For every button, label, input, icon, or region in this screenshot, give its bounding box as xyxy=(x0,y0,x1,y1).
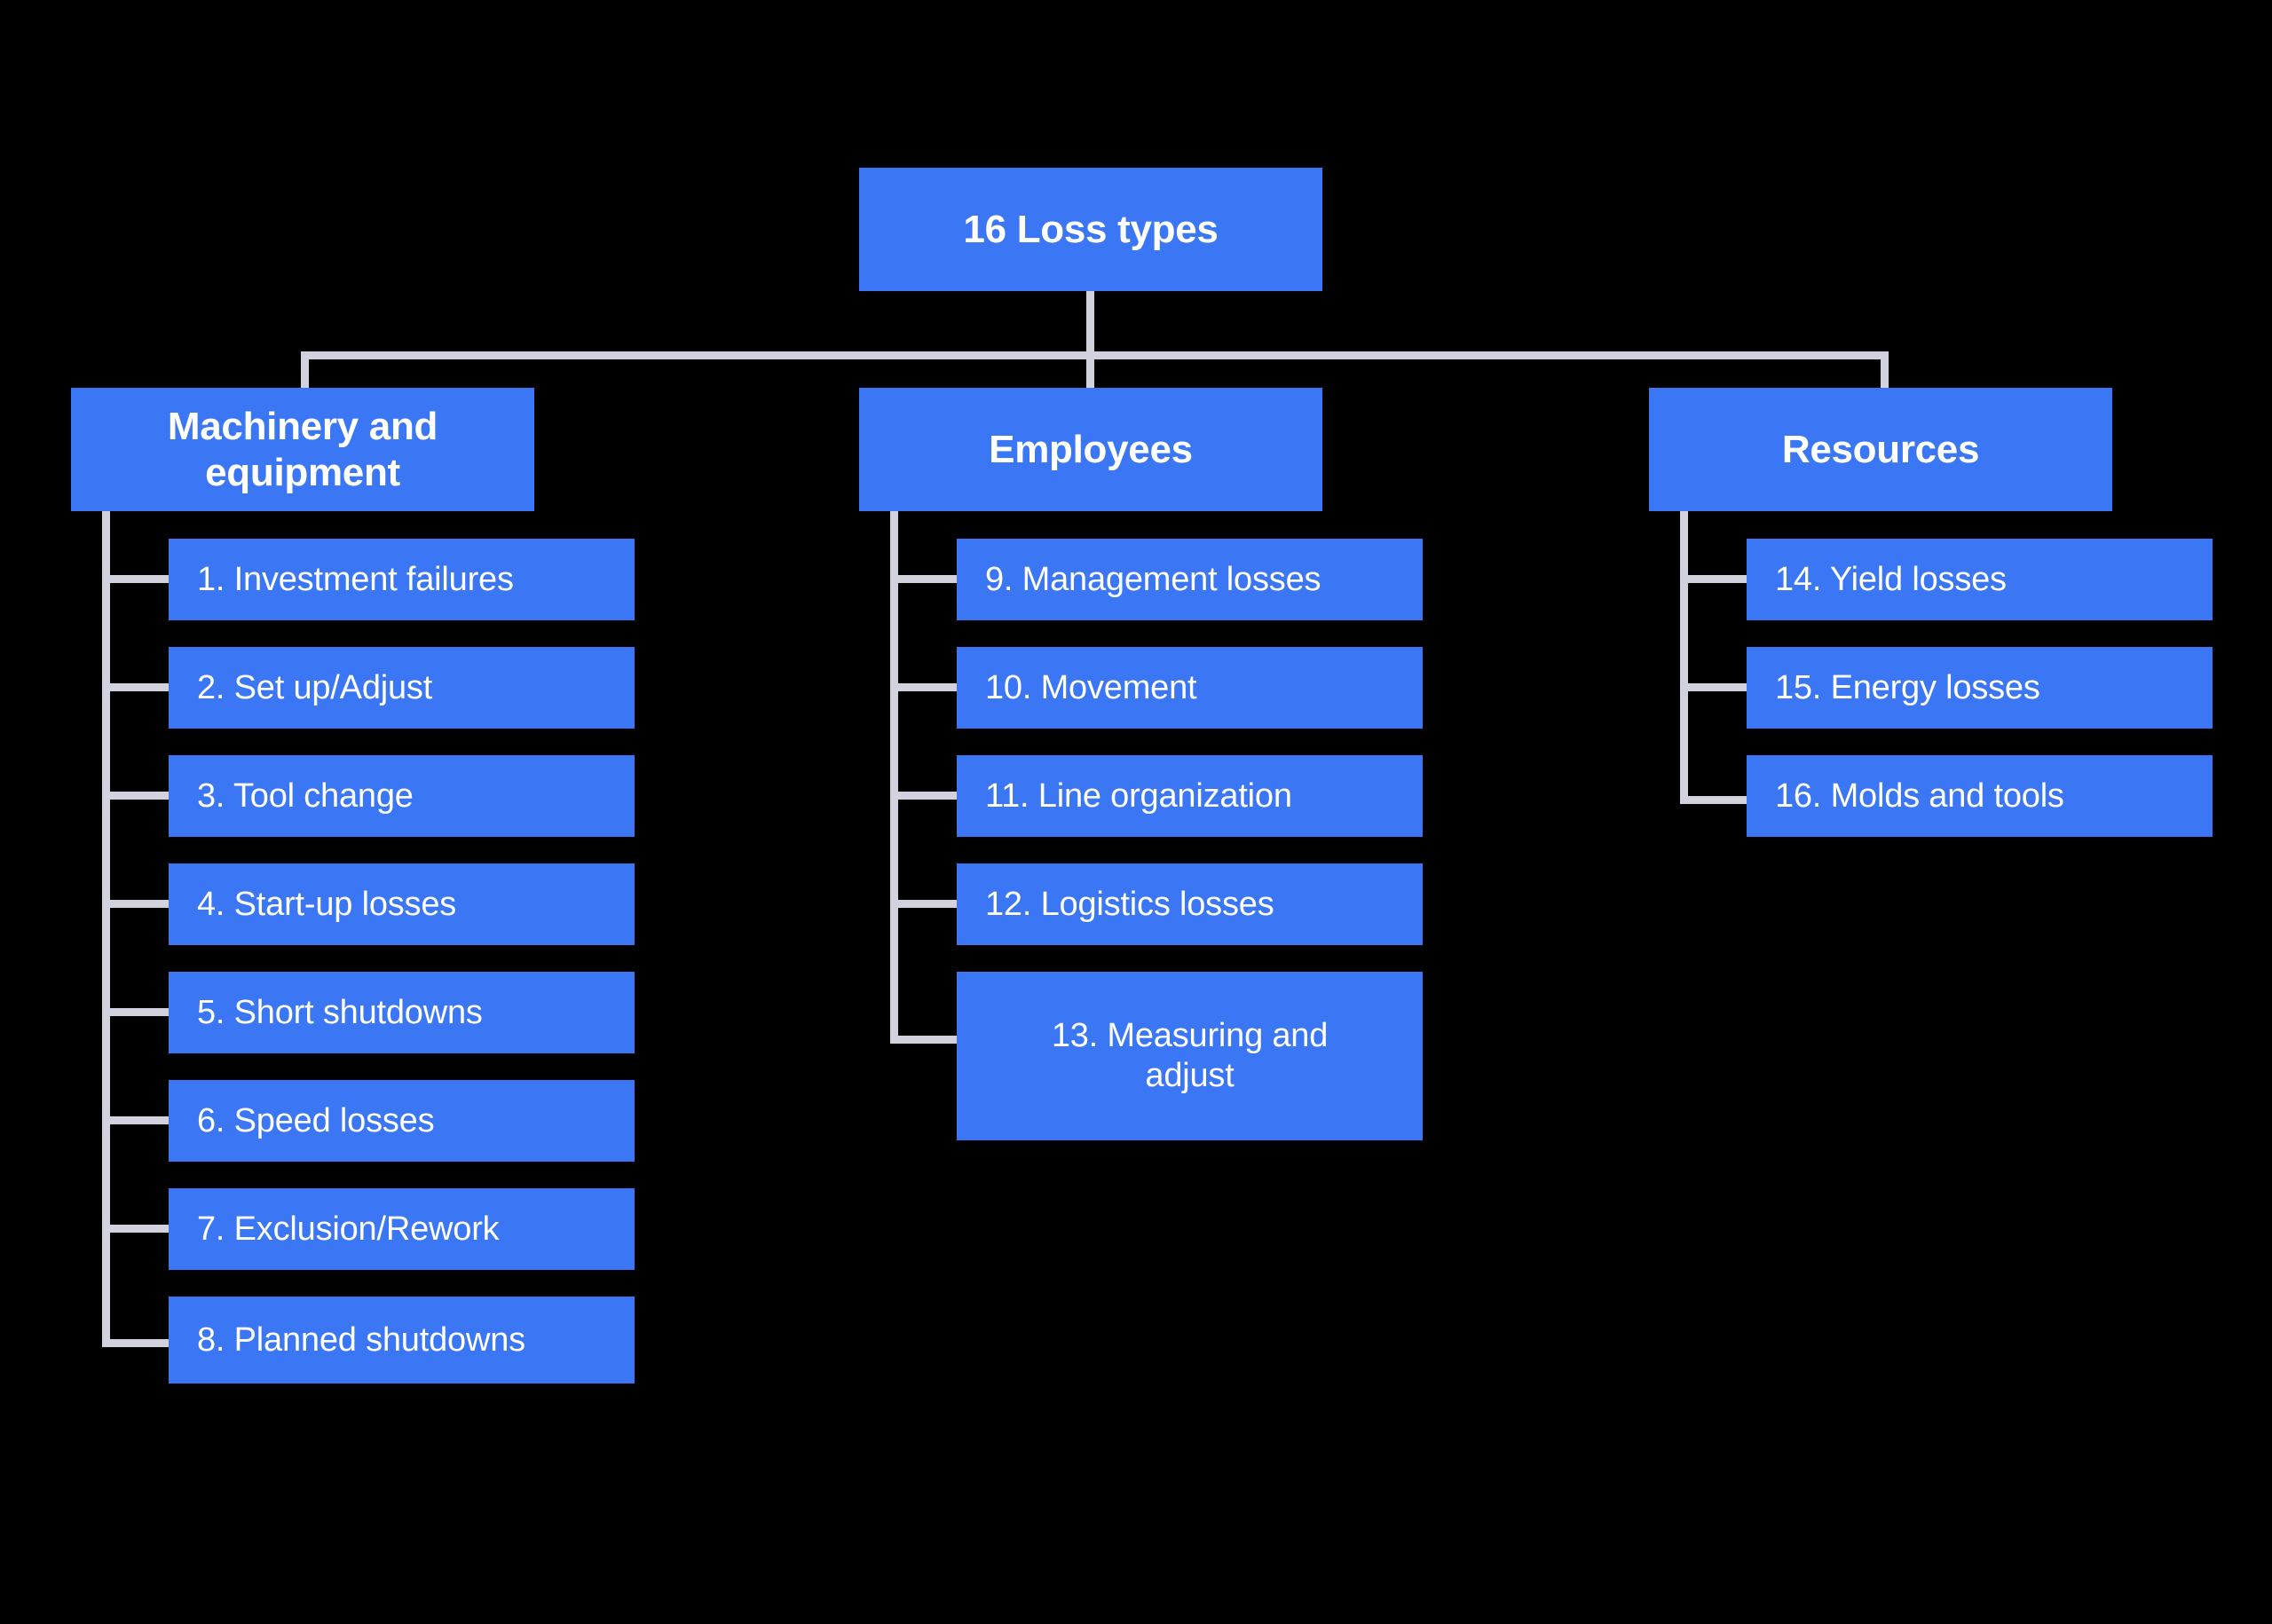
connector-stub-employees-1 xyxy=(890,575,961,583)
connector-drop-employees xyxy=(1086,351,1094,389)
node-branch-machinery-label-line1: Machinery and xyxy=(167,404,438,448)
node-leaf-16-label: 16. Molds and tools xyxy=(1775,777,2064,815)
connector-stub-machinery-6 xyxy=(102,1116,173,1124)
node-leaf-13-label-line2: adjust xyxy=(1145,1057,1235,1094)
connector-stub-resources-3 xyxy=(1680,796,1751,804)
node-leaf-12[interactable]: 12. Logistics losses xyxy=(957,863,1423,945)
connector-drop-resources xyxy=(1881,351,1889,389)
node-branch-employees[interactable]: Employees xyxy=(859,388,1322,511)
node-leaf-9[interactable]: 9. Management losses xyxy=(957,539,1423,620)
node-leaf-13-label-line1: 13. Measuring and xyxy=(1051,1017,1329,1055)
node-leaf-1[interactable]: 1. Investment failures xyxy=(169,539,635,620)
node-leaf-9-label: 9. Management losses xyxy=(985,560,1321,598)
connector-spine-machinery xyxy=(102,511,110,1347)
node-leaf-6[interactable]: 6. Speed losses xyxy=(169,1080,635,1162)
connector-root-stem xyxy=(1086,290,1094,356)
node-branch-resources[interactable]: Resources xyxy=(1649,388,2112,511)
connector-spine-employees xyxy=(890,511,898,1044)
node-leaf-11[interactable]: 11. Line organization xyxy=(957,755,1423,837)
connector-stub-employees-5 xyxy=(890,1036,961,1044)
node-leaf-16[interactable]: 16. Molds and tools xyxy=(1747,755,2213,837)
connector-stub-machinery-7 xyxy=(102,1225,173,1233)
connector-stub-machinery-8 xyxy=(102,1339,173,1347)
node-leaf-12-label: 12. Logistics losses xyxy=(985,885,1274,923)
connector-stub-resources-2 xyxy=(1680,683,1751,691)
node-root[interactable]: 16 Loss types xyxy=(859,168,1322,291)
node-leaf-2[interactable]: 2. Set up/Adjust xyxy=(169,647,635,729)
node-leaf-14-label: 14. Yield losses xyxy=(1775,560,2007,598)
node-leaf-7-label: 7. Exclusion/Rework xyxy=(197,1210,500,1248)
node-leaf-3-label: 3. Tool change xyxy=(197,777,414,815)
node-leaf-7[interactable]: 7. Exclusion/Rework xyxy=(169,1188,635,1270)
node-leaf-5-label: 5. Short shutdowns xyxy=(197,993,483,1031)
node-leaf-5[interactable]: 5. Short shutdowns xyxy=(169,972,635,1053)
node-leaf-4[interactable]: 4. Start-up losses xyxy=(169,863,635,945)
node-leaf-15-label: 15. Energy losses xyxy=(1775,668,2040,706)
node-leaf-11-label: 11. Line organization xyxy=(985,777,1292,815)
node-leaf-6-label: 6. Speed losses xyxy=(197,1101,435,1139)
node-branch-employees-label: Employees xyxy=(989,427,1193,471)
connector-stub-employees-4 xyxy=(890,900,961,908)
connector-spine-resources xyxy=(1680,511,1688,804)
node-leaf-3[interactable]: 3. Tool change xyxy=(169,755,635,837)
node-leaf-8-label: 8. Planned shutdowns xyxy=(197,1320,525,1359)
node-leaf-8[interactable]: 8. Planned shutdowns xyxy=(169,1297,635,1384)
node-leaf-13[interactable]: 13. Measuring and adjust xyxy=(957,972,1423,1140)
connector-stub-machinery-5 xyxy=(102,1008,173,1016)
node-leaf-15[interactable]: 15. Energy losses xyxy=(1747,647,2213,729)
node-root-label: 16 Loss types xyxy=(963,207,1219,251)
connector-drop-machinery xyxy=(301,351,309,389)
node-branch-machinery-label-line2: equipment xyxy=(205,450,400,494)
connector-stub-machinery-4 xyxy=(102,900,173,908)
connector-stub-machinery-2 xyxy=(102,683,173,691)
connector-stub-employees-3 xyxy=(890,792,961,800)
node-branch-machinery[interactable]: Machinery and equipment xyxy=(71,388,534,511)
connector-stub-machinery-1 xyxy=(102,575,173,583)
node-leaf-2-label: 2. Set up/Adjust xyxy=(197,668,433,706)
node-branch-resources-label: Resources xyxy=(1781,427,1980,471)
node-leaf-10[interactable]: 10. Movement xyxy=(957,647,1423,729)
node-leaf-10-label: 10. Movement xyxy=(985,668,1197,706)
connector-branch-bus xyxy=(301,351,1889,359)
node-leaf-4-label: 4. Start-up losses xyxy=(197,885,457,923)
connector-stub-resources-1 xyxy=(1680,575,1751,583)
connector-stub-employees-2 xyxy=(890,683,961,691)
node-leaf-1-label: 1. Investment failures xyxy=(197,560,514,598)
connector-stub-machinery-3 xyxy=(102,792,173,800)
node-leaf-14[interactable]: 14. Yield losses xyxy=(1747,539,2213,620)
